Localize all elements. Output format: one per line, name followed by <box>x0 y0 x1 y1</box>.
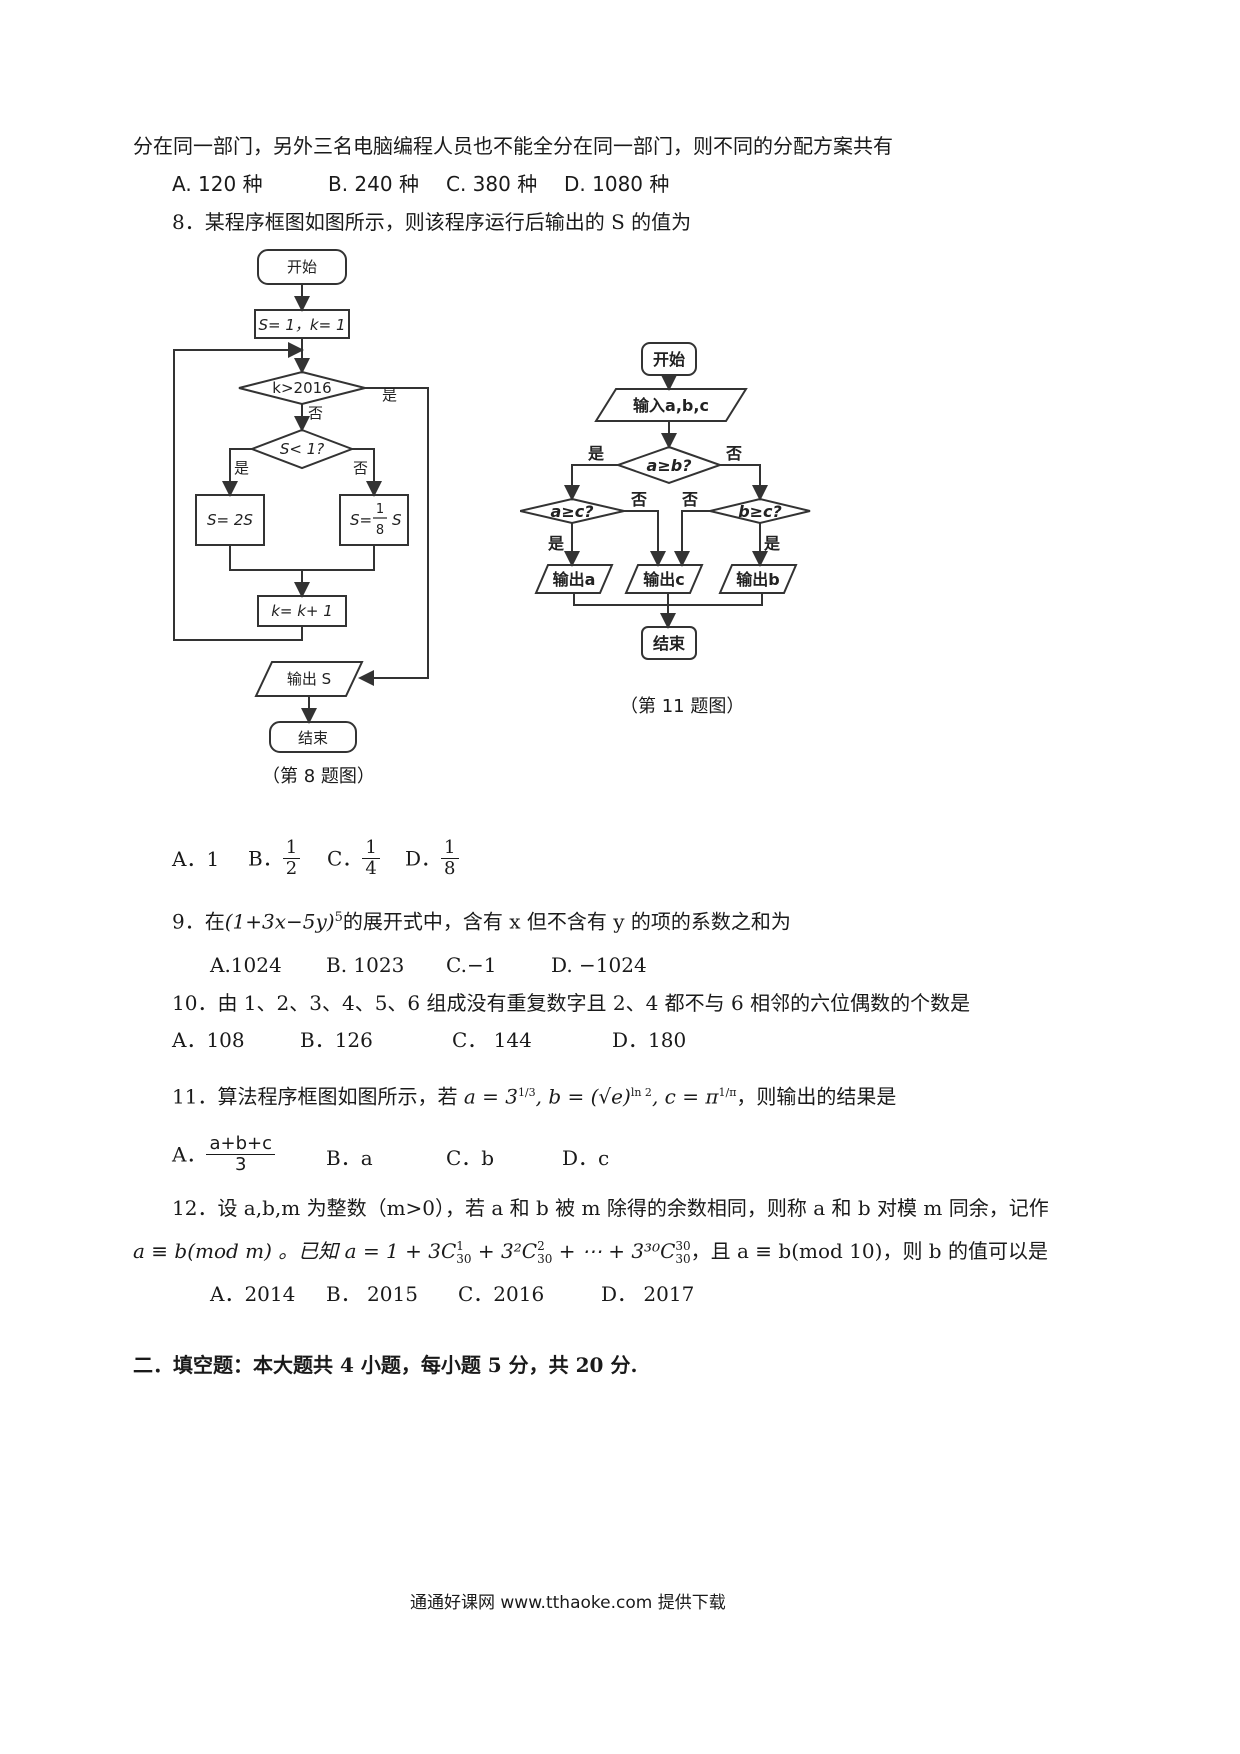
q9-stem: 9．在(1+3x−5y)5的展开式中，含有 x 但不含有 y 的项的系数之和为 <box>172 909 791 934</box>
q8-cond1-label: k>2016 <box>272 379 331 397</box>
q8-assign-right-num: 1 <box>376 502 384 517</box>
q7-text: 分在同一部门，另外三名电脑编程人员也不能全分在同一部门，则不同的分配方案共有 <box>133 134 893 158</box>
q12-option-a: A．2014 <box>210 1282 296 1306</box>
q10-option-d: D．180 <box>612 1028 687 1052</box>
q7-option-c: C. 380 种 <box>446 172 538 196</box>
q12-option-d: D． 2017 <box>601 1282 695 1306</box>
q9-option-b: B. 1023 <box>326 953 405 977</box>
q7-option-d: D. 1080 种 <box>564 172 670 196</box>
q11-cond2-no: 否 <box>630 490 647 509</box>
q11-cond1-no: 否 <box>725 444 742 463</box>
q11-outa-label: 输出a <box>553 570 596 589</box>
q11-stem: 11．算法程序框图如图所示，若 a = 31/3, b = (√e)ln 2, … <box>172 1084 897 1109</box>
q11-cond2-yes: 是 <box>547 534 564 553</box>
q8-incr-label: k= k+ 1 <box>271 602 333 620</box>
q8-stem: 8．某程序框图如图所示，则该程序运行后输出的 S 的值为 <box>172 210 692 234</box>
section2-heading: 二．填空题：本大题共 4 小题，每小题 5 分，共 20 分. <box>133 1353 638 1377</box>
q8-flowchart: 开始 S= 1，k= 1 k>2016 是 否 S< 1? 是 否 S= 2S … <box>173 249 429 753</box>
q11-input-label: 输入a,b,c <box>633 396 709 415</box>
q12-option-c: C．2016 <box>458 1282 545 1306</box>
q8-output-label: 输出 S <box>287 670 331 688</box>
q9-option-c: C.−1 <box>446 953 497 977</box>
q11-outb-box <box>718 564 798 594</box>
q8-cond1-no: 否 <box>308 404 323 422</box>
q11-start-label: 开始 <box>653 350 685 369</box>
q11-cond2-label: a≥c? <box>551 502 594 521</box>
q10-option-c: C． 144 <box>452 1028 532 1052</box>
q8-assign-right-prefix: S= <box>350 511 372 529</box>
q11-flowchart: 开始 输入a,b,c a≥b? 是 否 a≥c? b≥c? 否 否 是 是 输出… <box>520 342 811 660</box>
q11-cond1-label: a≥b? <box>647 456 692 475</box>
q8-end-label: 结束 <box>298 729 328 747</box>
q8-assign-right-suffix: S <box>392 511 402 529</box>
q9-option-a: A.1024 <box>210 953 282 977</box>
q11-cond3-yes: 是 <box>763 534 780 553</box>
q11-cond3-label: b≥c? <box>738 502 782 521</box>
q11-cond1-diamond <box>614 445 724 485</box>
q11-cond3-no: 否 <box>681 490 698 509</box>
q11-outa-box <box>534 564 614 594</box>
q11-end-box <box>641 626 697 660</box>
q11-option-d: D．c <box>562 1146 610 1170</box>
q11-outb-label: 输出b <box>736 570 779 589</box>
q8-option-a: A．1 <box>172 847 220 871</box>
q8-cond2-label: S< 1? <box>280 440 324 458</box>
q10-stem: 10．由 1、2、3、4、5、6 组成没有重复数字且 2、4 都不与 6 相邻的… <box>172 991 971 1015</box>
q8-cond2-diamond <box>249 428 355 470</box>
q11-caption: （第 11 题图） <box>620 696 745 717</box>
q8-init-label: S= 1，k= 1 <box>259 316 346 334</box>
q8-cond2-no: 否 <box>353 459 368 477</box>
q8-caption: （第 8 题图） <box>262 766 375 787</box>
q8-start-label: 开始 <box>287 258 317 276</box>
page-footer: 通通好课网 www.tthaoke.com 提供下载 <box>410 1593 726 1613</box>
q10-option-a: A．108 <box>172 1028 245 1052</box>
q8-end-box <box>269 721 357 753</box>
q11-input-box <box>594 388 748 422</box>
q11-end-label: 结束 <box>652 634 686 653</box>
q11-cond1-yes: 是 <box>587 444 604 463</box>
q8-assign-left-label: S= 2S <box>207 511 253 529</box>
q11-option-c: C．b <box>446 1146 495 1170</box>
q12-line1: 12．设 a,b,m 为整数（m>0），若 a 和 b 被 m 除得的余数相同，… <box>172 1196 1049 1220</box>
q11-option-b: B．a <box>326 1146 373 1170</box>
q12-option-b: B． 2015 <box>326 1282 418 1306</box>
q11-outc-label: 输出c <box>643 570 685 589</box>
q8-assign-right-den: 8 <box>376 523 384 538</box>
q10-option-b: B．126 <box>300 1028 373 1052</box>
q7-option-a: A. 120 种 <box>172 172 263 196</box>
q8-output-box <box>254 661 364 697</box>
q9-option-d: D. −1024 <box>551 953 647 977</box>
q8-cond2-yes: 是 <box>234 459 249 477</box>
q8-cond1-yes: 是 <box>382 386 397 404</box>
q7-option-b: B. 240 种 <box>328 172 419 196</box>
q11-outc-box <box>624 564 704 594</box>
